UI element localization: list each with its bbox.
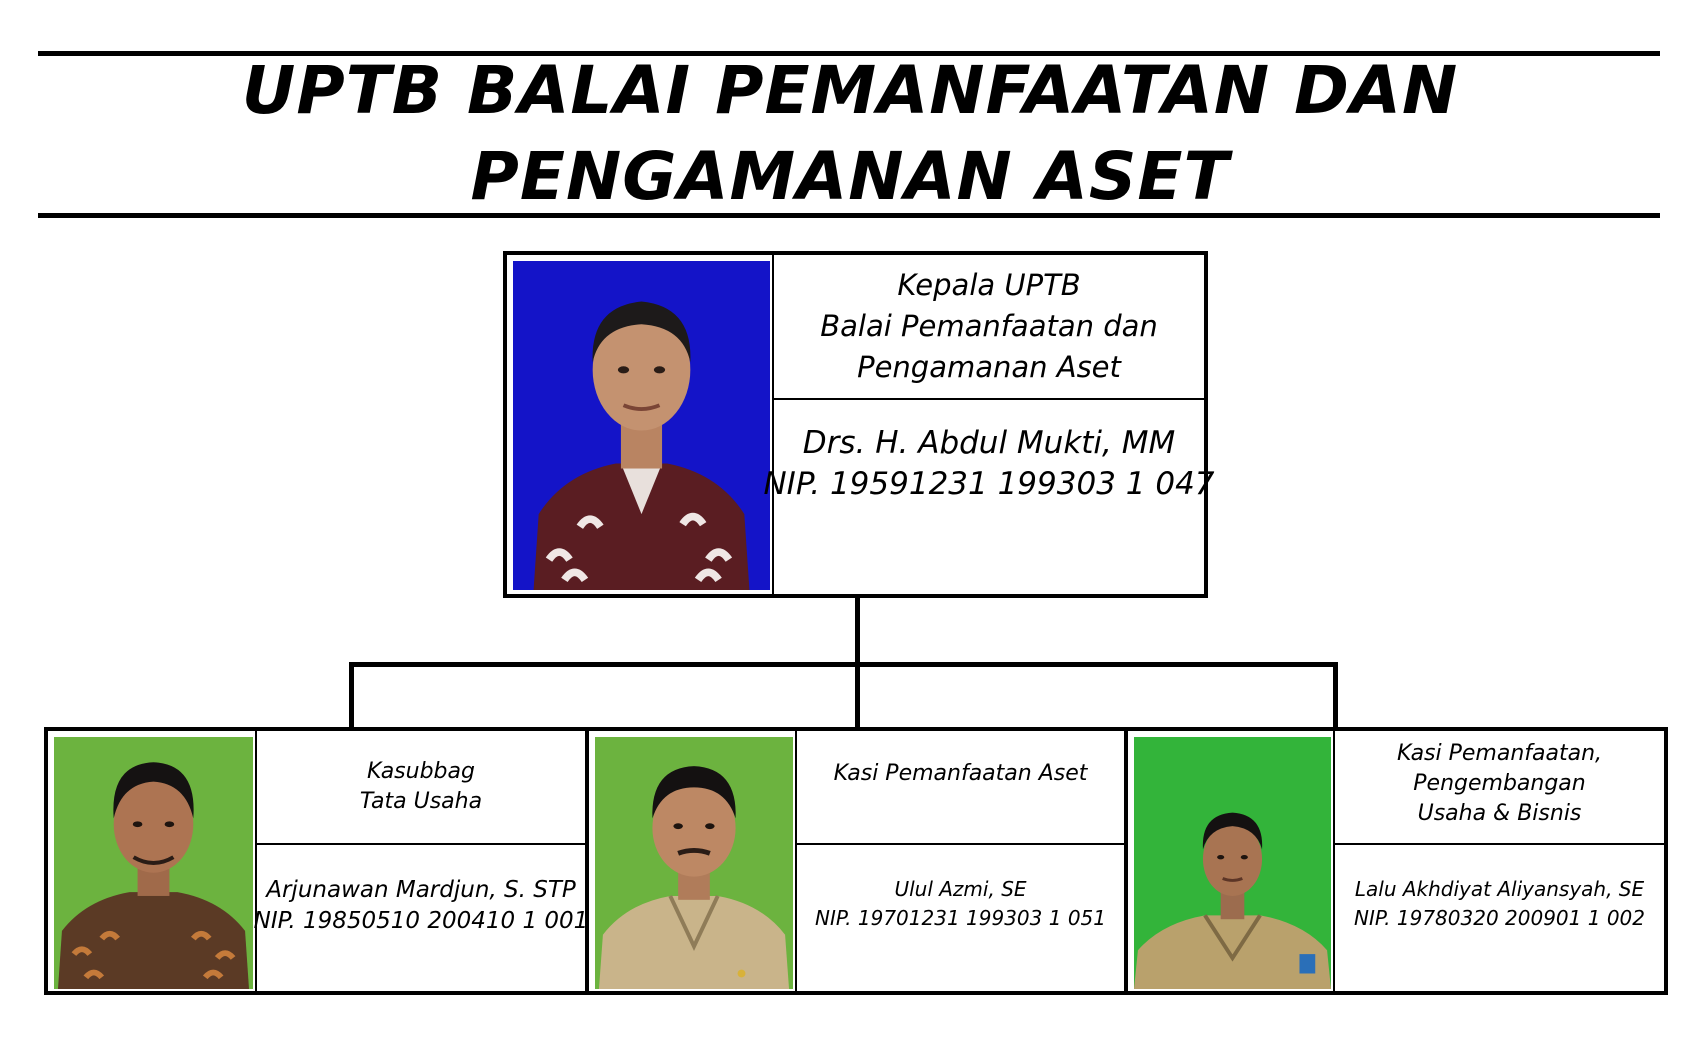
page-title-line2: PENGAMANAN ASET (470, 138, 1230, 215)
member-nip: NIP. 19780320 200901 1 002 (1354, 906, 1645, 930)
top-rule (38, 51, 1660, 56)
member-info-kasi-pemanfaatan-aset: Ulul Azmi, SE NIP. 19701231 199303 1 051 (797, 845, 1124, 995)
head-photo (513, 261, 770, 590)
head-divider-vertical (772, 255, 774, 594)
head-info: Drs. H. Abdul Mukti, MM NIP. 19591231 19… (763, 423, 1214, 513)
member-card-kasi-pemanfaatan-aset: Kasi Pemanfaatan Aset Ulul Azmi, SE NIP.… (585, 727, 1128, 995)
member-photo-kasubbag (54, 737, 253, 989)
head-role-line3: Pengamanan Aset (857, 350, 1121, 384)
head-nip: NIP. 19591231 199303 1 047 (763, 466, 1215, 502)
member-info-kasi-pengembangan-usaha: Lalu Akhdiyat Aliyansyah, SE NIP. 197803… (1335, 845, 1664, 995)
head-name: Drs. H. Abdul Mukti, MM (802, 425, 1176, 461)
bottom-rule (38, 213, 1660, 218)
head-divider-horizontal (774, 398, 1204, 400)
connector-left-drop (349, 662, 354, 730)
member-role-kasi-pemanfaatan-aset: Kasi Pemanfaatan Aset (797, 759, 1124, 799)
connector-horizontal (349, 662, 1338, 667)
connector-right-drop (1333, 662, 1338, 730)
member-name: Lalu Akhdiyat Aliyansyah, SE (1354, 877, 1645, 901)
member-role-line: Kasi Pemanfaatan, (1396, 741, 1603, 766)
head-role-line2: Balai Pemanfaatan dan (820, 309, 1158, 343)
member-photo-kasi-pengembangan-usaha (1134, 737, 1331, 989)
member-photo-kasi-pemanfaatan-aset (595, 737, 793, 989)
head-role: Kepala UPTB Balai Pemanfaatan dan Pengam… (774, 255, 1204, 398)
member-divider-horizontal (797, 843, 1124, 845)
member-role-line: Pengembangan (1413, 771, 1586, 796)
head-role-line1: Kepala UPTB (897, 268, 1081, 302)
member-divider-vertical (1333, 731, 1335, 991)
member-info-kasubbag: Arjunawan Mardjun, S. STP NIP. 19850510 … (254, 845, 589, 995)
member-role-line: Usaha & Bisnis (1417, 801, 1582, 826)
member-name: Ulul Azmi, SE (894, 877, 1027, 901)
head-card: Kepala UPTB Balai Pemanfaatan dan Pengam… (503, 251, 1215, 598)
member-role-kasubbag: Kasubbag Tata Usaha (257, 731, 585, 843)
member-card-kasubbag: Kasubbag Tata Usaha Arjunawan Mardjun, S… (44, 727, 589, 995)
connector-head-down (855, 595, 860, 665)
member-role-line: Kasubbag (367, 759, 475, 784)
member-divider-horizontal (1335, 843, 1664, 845)
member-card-kasi-pengembangan-usaha: Kasi Pemanfaatan, Pengembangan Usaha & B… (1124, 727, 1668, 995)
member-role-line: Tata Usaha (359, 789, 483, 814)
connector-center-drop (855, 662, 860, 730)
member-name: Arjunawan Mardjun, S. STP (266, 877, 576, 903)
member-divider-vertical (255, 731, 257, 991)
member-nip: NIP. 19850510 200410 1 001 (253, 908, 589, 934)
member-role-kasi-pengembangan-usaha: Kasi Pemanfaatan, Pengembangan Usaha & B… (1335, 739, 1664, 835)
member-role-line: Kasi Pemanfaatan Aset (833, 761, 1088, 786)
member-nip: NIP. 19701231 199303 1 051 (815, 906, 1106, 930)
member-divider-vertical (795, 731, 797, 991)
page-title-line1: UPTB BALAI PEMANFAATAN DAN (241, 52, 1459, 129)
member-divider-horizontal (257, 843, 585, 845)
